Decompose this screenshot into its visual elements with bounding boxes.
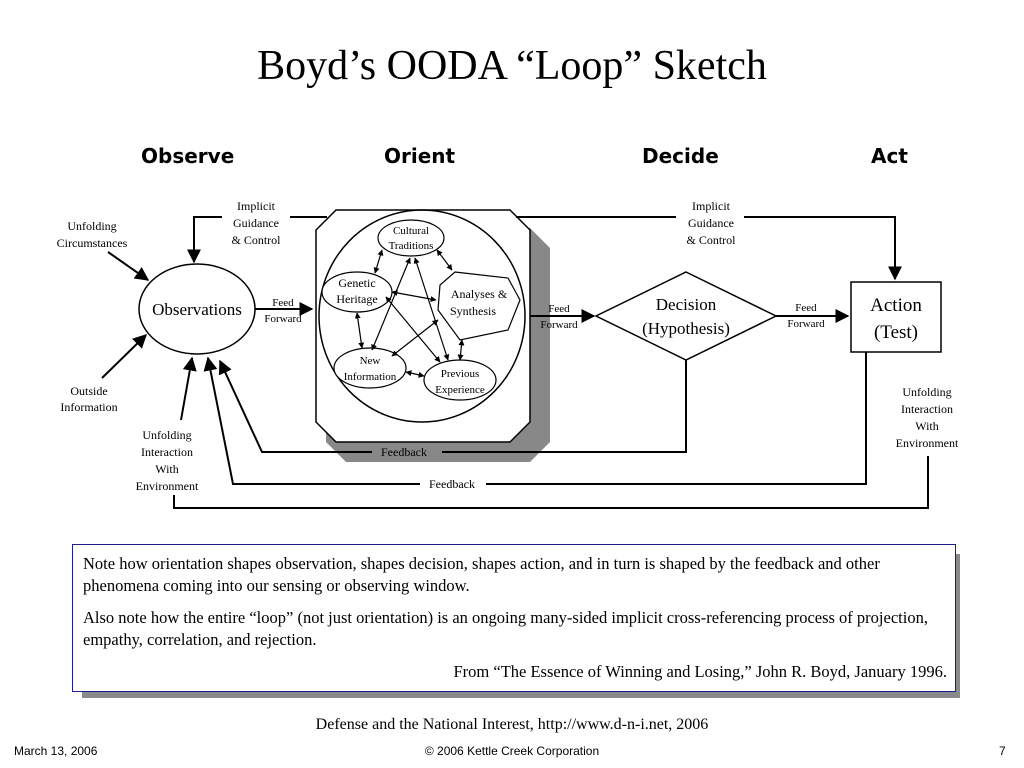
feed-forward-2-label: Feed [548,303,570,315]
phase-orient: Orient [384,144,456,168]
footer-copyright: © 2006 Kettle Creek Corporation [424,744,600,758]
diagram-label-line: Forward [540,319,578,331]
action-label: Action [870,295,922,316]
cultural-traditions-label: Cultural [393,225,429,237]
diagram-label-line: Heritage [336,292,377,306]
diagram-label-line: Information [344,371,397,383]
genetic-heritage-label: Genetic [338,276,375,290]
feedback-2-label: Feedback [429,477,475,491]
unfolding-interaction-left-label: Unfolding [142,428,191,442]
cultural-traditions-node [377,219,445,257]
decision-node [594,271,778,361]
diagram-label-line: & Control [686,233,736,247]
implicit-guidance-left-label: Implicit [237,199,276,213]
unfolding-interaction-right-label: Unfolding [902,385,951,399]
diagram-label-line: (Test) [874,322,918,343]
diagram-label-line: Circumstances [57,236,128,250]
note-source: From “The Essence of Winning and Losing,… [453,662,947,681]
diagram-label-line: Synthesis [450,304,496,318]
svg-text:Action(Test): Action (Test) [870,295,922,343]
observations-label: Observations [152,300,242,319]
previous-experience-label: Previous [441,368,480,380]
outside-information-label: Outside [70,384,107,398]
decision-label: Decision [656,295,717,314]
analyses-synthesis-label: Analyses & [451,287,508,301]
page-number: 7 [999,744,1006,758]
diagram-label-line: (Hypothesis) [642,319,730,338]
diagram-label-line: Information [60,400,117,414]
phase-observe: Observe [141,144,235,168]
orient-circle [318,209,526,423]
diagram-label-line: Interaction [901,402,953,416]
diagram-label-line: Environment [136,479,199,493]
svg-text:Decision(Hypothesis): Decision (Hypothesis) [642,295,730,338]
svg-text:Analyses &Synthesis: Analyses & Synthesis [450,287,508,318]
diagram-label-line: Guidance [688,216,734,230]
diagram-label-line: With [155,462,179,476]
slide-title: Boyd’s OODA “Loop” Sketch [257,43,767,89]
diagram-label-line: & Control [231,233,281,247]
diagram-label-line: With [915,419,939,433]
feed-forward-3-label: Feed [795,302,817,314]
note-paragraph-1: Note how orientation shapes observation,… [83,554,880,595]
implicit-guidance-right-label: Implicit [692,199,731,213]
diagram-label-line: Forward [264,313,302,325]
feedback-1-label: Feedback [381,445,427,459]
unfolding-circumstances-label-1: Unfolding [67,219,116,233]
diagram-label-line: Forward [787,318,825,330]
note-box: Note how orientation shapes observation,… [72,544,956,692]
new-information-label: New [360,355,381,367]
diagram-label-line: Guidance [233,216,279,230]
footer-source: Defense and the National Interest, http:… [315,716,709,733]
phase-act: Act [871,144,908,168]
phase-decide: Decide [642,144,719,168]
diagram-label-line: Environment [896,436,959,450]
feed-forward-1-label: Feed [272,297,294,309]
diagram-label-line: Interaction [141,445,193,459]
footer-date: March 13, 2006 [14,744,98,758]
diagram-label-line: Traditions [389,240,434,252]
action-node [850,281,942,353]
diagram-label-line: Experience [435,384,485,396]
note-paragraph-2: Also note how the entire “loop” (not jus… [83,608,928,649]
